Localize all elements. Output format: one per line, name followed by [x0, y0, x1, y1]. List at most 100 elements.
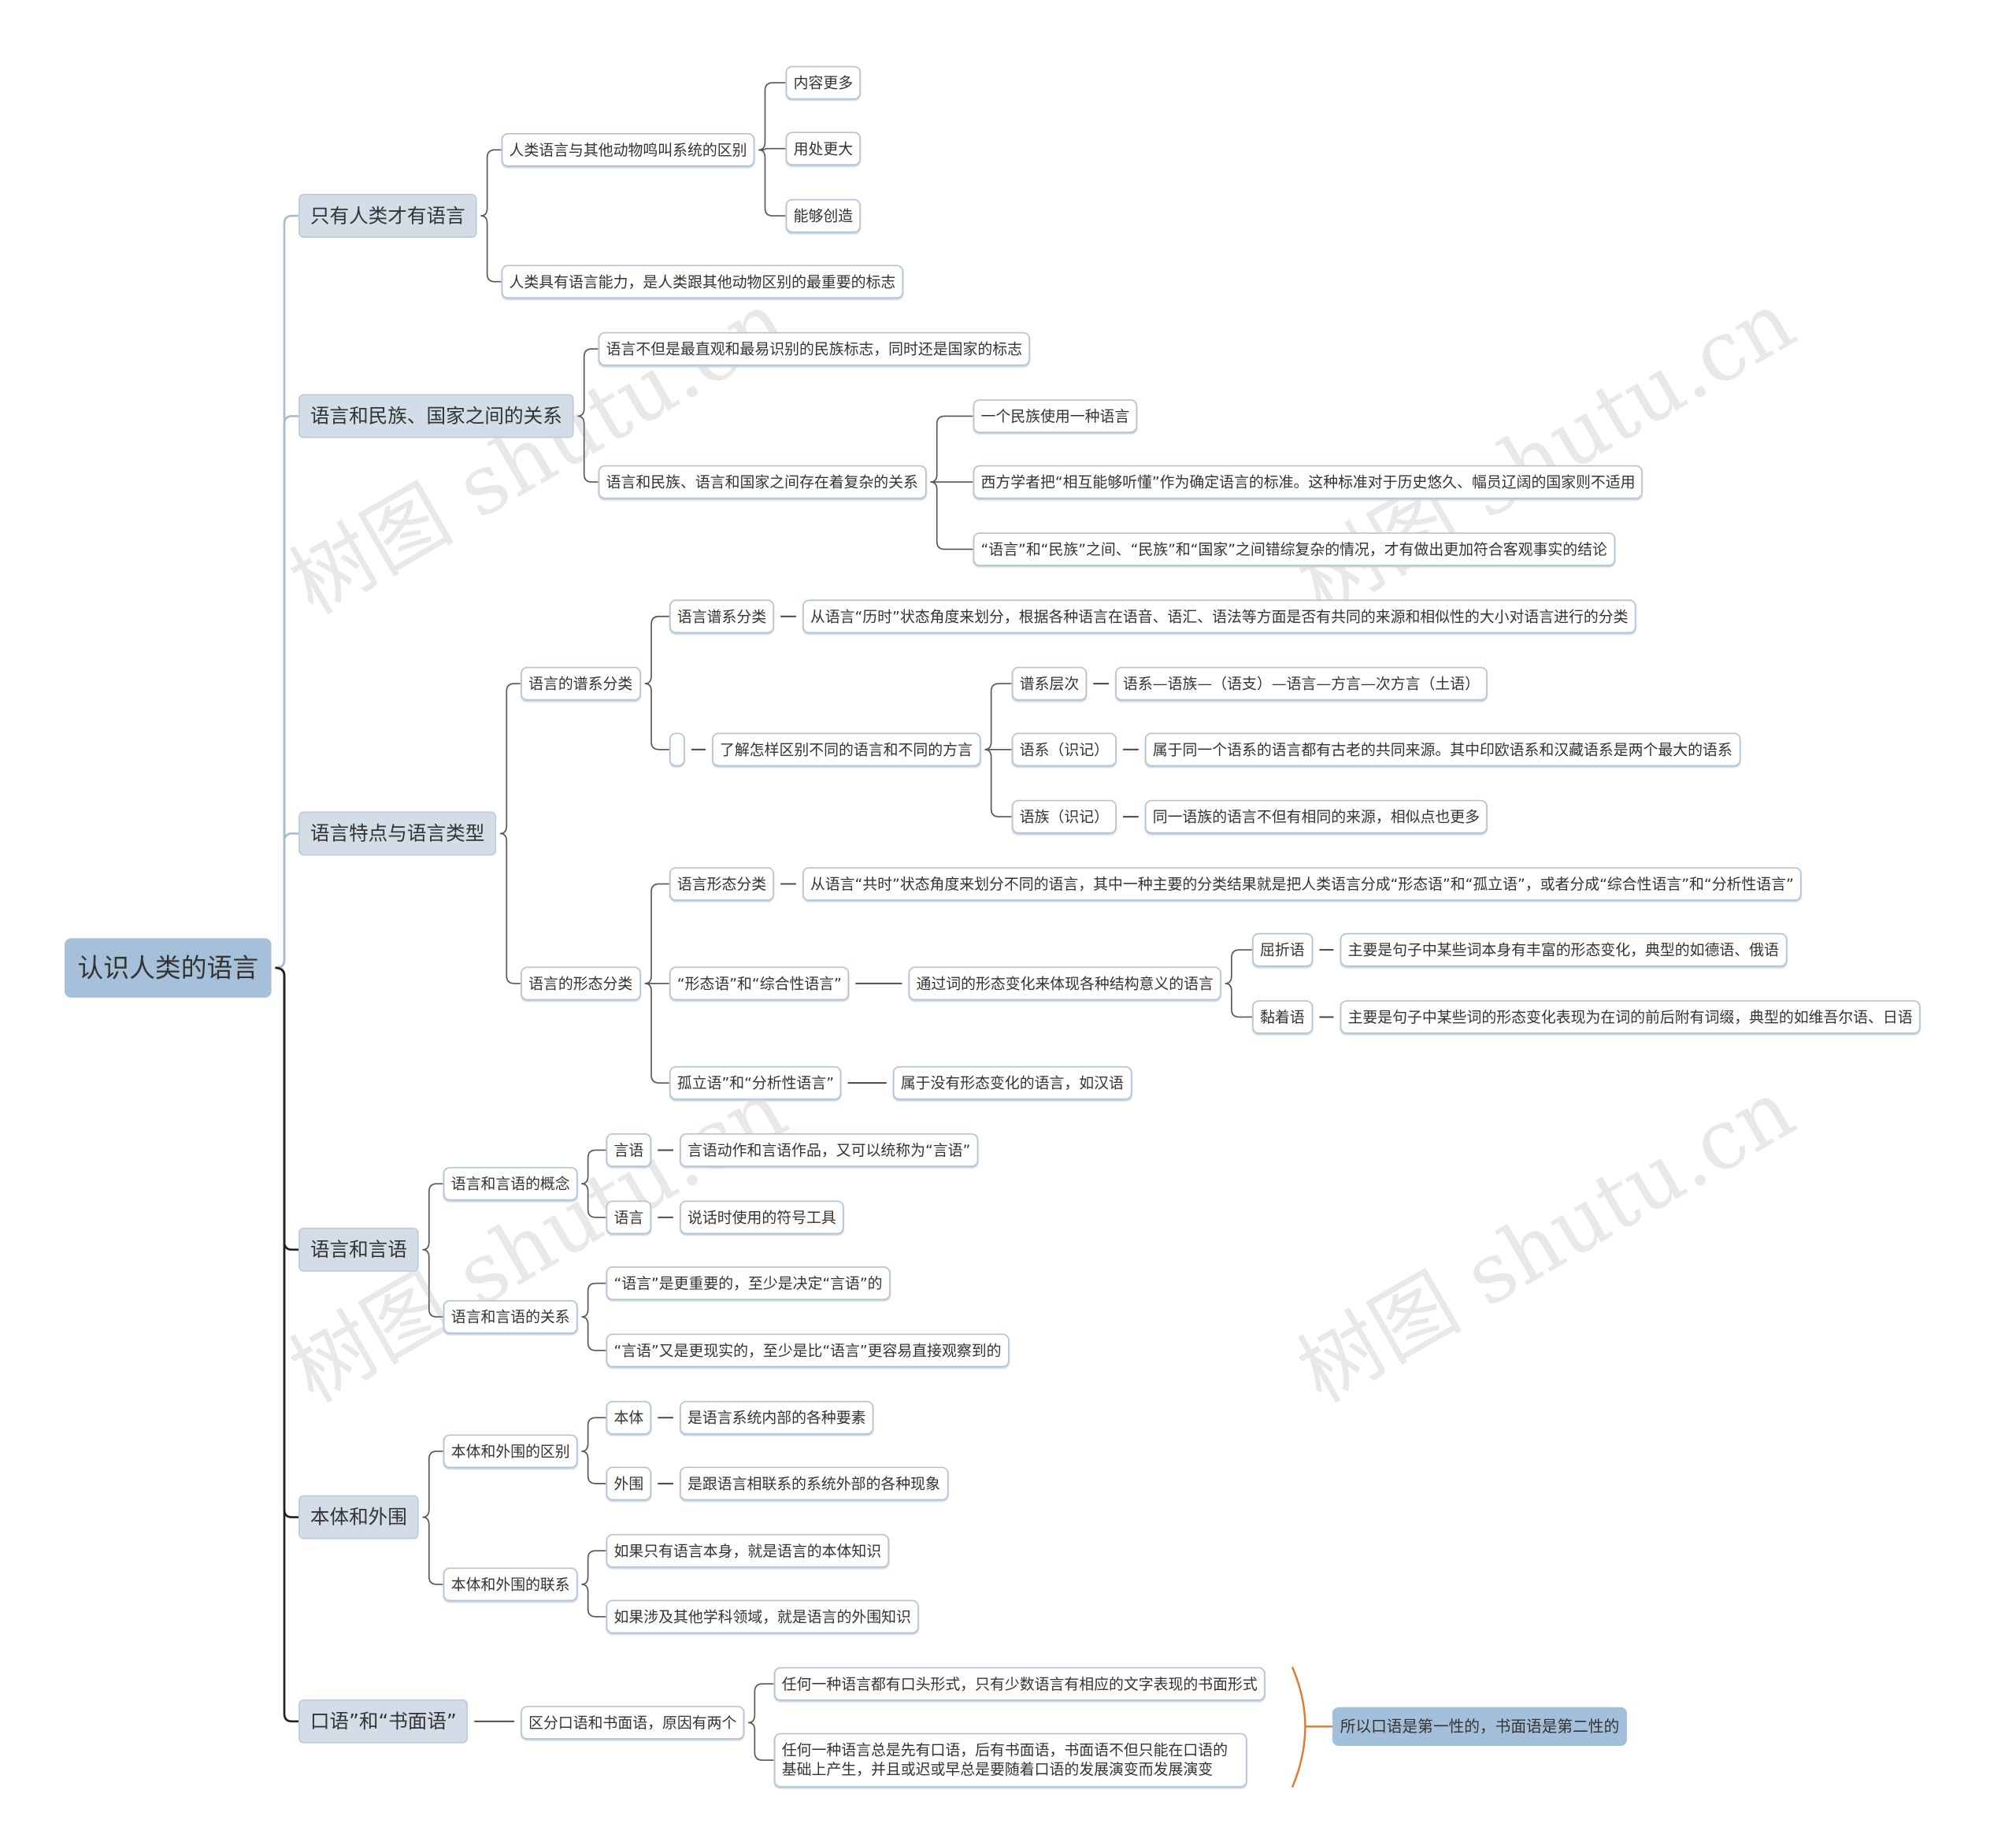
node-synthetic[interactable]: “形态语”和“综合性语言” — [669, 966, 850, 1001]
node-difference-from-animals[interactable]: 人类语言与其他动物鸣叫系统的区别 — [501, 133, 755, 167]
branch-connector — [480, 215, 502, 283]
node-speech[interactable]: 言语 — [606, 1133, 652, 1167]
node-core-desc[interactable]: 是语言系统内部的各种要素 — [680, 1400, 874, 1435]
branch-connector — [581, 1183, 606, 1218]
node-language-branch[interactable]: 语族（识记） — [1011, 799, 1117, 834]
node-language-branch-desc[interactable]: 同一语族的语言不但有相同的来源，相似点也更多 — [1144, 799, 1488, 834]
node-periphery-knowledge[interactable]: 如果涉及其他学科领域，就是语言的外围知识 — [606, 1599, 919, 1634]
node-inflectional-desc[interactable]: 主要是句子中某些词本身有丰富的形态变化，典型的如德语、俄语 — [1340, 932, 1787, 967]
node-more-content[interactable]: 内容更多 — [785, 65, 861, 100]
branch-connector — [984, 748, 1012, 817]
branch-connector — [644, 883, 670, 984]
branch-connector — [984, 683, 1012, 751]
branch-connector — [748, 1722, 774, 1761]
node-core-knowledge[interactable]: 如果只有语言本身，就是语言的本体知识 — [606, 1533, 890, 1568]
node-national-symbol[interactable]: 语言不但是最直观和最易识别的民族标志，同时还是国家的标志 — [598, 332, 1030, 366]
node-reason-two[interactable]: 任何一种语言总是先有口语，后有书面语，书面语不但只能在口语的基础上产生，并且或迟… — [773, 1733, 1247, 1788]
branch-connector — [1225, 949, 1253, 984]
branch-core-periphery[interactable]: 本体和外围 — [298, 1495, 419, 1540]
node-language-more-important[interactable]: “语言”是更重要的，至少是决定“言语”的 — [606, 1266, 891, 1300]
node-periphery-desc[interactable]: 是跟语言相联系的系统外部的各种现象 — [680, 1466, 948, 1501]
node-distinguish-language-dialect[interactable]: 了解怎样区别不同的语言和不同的方言 — [712, 732, 980, 767]
node-reason-one[interactable]: 任何一种语言都有口头形式，只有少数语言有相应的文字表现的书面形式 — [773, 1666, 1266, 1701]
node-isolating[interactable]: 孤立语”和“分析性语言” — [669, 1066, 842, 1100]
root-topic[interactable]: 认识人类的语言 — [65, 938, 272, 998]
node-core[interactable]: 本体 — [606, 1400, 652, 1435]
branch-connector — [500, 832, 521, 984]
node-inflectional[interactable]: 屈折语 — [1252, 932, 1313, 967]
branch-connector — [275, 415, 299, 969]
branch-only-humans-have-language[interactable]: 只有人类才有语言 — [298, 194, 477, 238]
branch-connector — [581, 1451, 606, 1484]
branch-connector — [581, 1417, 606, 1452]
branch-connector — [758, 147, 786, 151]
node-morphological-classification[interactable]: 语言的形态分类 — [521, 966, 641, 1001]
branch-connector — [500, 683, 521, 835]
node-one-nation-one-language[interactable]: 一个民族使用一种语言 — [973, 399, 1138, 433]
branch-connector — [275, 966, 299, 1723]
branch-connector — [581, 1316, 606, 1351]
branch-connector — [275, 214, 299, 969]
branch-spoken-written[interactable]: 口语”和“书面语” — [298, 1699, 469, 1744]
branch-language-types[interactable]: 语言特点与语言类型 — [298, 811, 497, 856]
node-core-periphery-difference[interactable]: 本体和外围的区别 — [443, 1434, 578, 1469]
branch-connector — [930, 481, 973, 550]
node-language[interactable]: 语言 — [606, 1200, 652, 1235]
node-isolating-desc[interactable]: 属于没有形态变化的语言，如汉语 — [892, 1066, 1132, 1100]
node-language-desc[interactable]: 说话时使用的符号工具 — [680, 1200, 844, 1235]
node-two-reasons[interactable]: 区分口语和书面语，原因有两个 — [521, 1706, 745, 1740]
summary-node[interactable]: 所以口语是第一性的，书面语是第二性的 — [1332, 1707, 1628, 1746]
node-relationship[interactable]: 语言和言语的关系 — [443, 1299, 578, 1334]
node-complex-situation[interactable]: “语言”和“民族”之间、“民族”和“国家”之间错综复杂的情况，才有做出更加符合客… — [973, 532, 1615, 566]
node-agglutinative[interactable]: 黏着语 — [1252, 1000, 1313, 1034]
node-core-periphery-link[interactable]: 本体和外围的联系 — [443, 1567, 578, 1602]
empty-node[interactable] — [669, 732, 685, 767]
node-speech-more-real[interactable]: “言语”又是更现实的，至少是比“语言”更容易直接观察到的 — [606, 1333, 1010, 1368]
branch-language-nation-state[interactable]: 语言和民族、国家之间的关系 — [298, 394, 574, 439]
branch-connector — [581, 1550, 606, 1585]
node-language-family[interactable]: 语系（识记） — [1011, 732, 1117, 767]
node-periphery[interactable]: 外围 — [606, 1466, 652, 1501]
branch-connector — [275, 966, 299, 1518]
branch-connector — [581, 1584, 606, 1618]
node-creative[interactable]: 能够创造 — [785, 198, 861, 233]
node-hierarchy-desc[interactable]: 语系—语族—（语支）—语言—方言—次方言（土语） — [1115, 666, 1488, 701]
branch-connector — [1225, 982, 1253, 1018]
branch-connector — [422, 1516, 443, 1585]
node-genealogical-desc[interactable]: 从语言“历时”状态角度来划分，根据各种语言在语音、语汇、语法等方面是否有共同的来… — [802, 599, 1636, 634]
node-complex-relation[interactable]: 语言和民族、语言和国家之间存在着复杂的关系 — [598, 465, 926, 499]
branch-connector — [758, 149, 786, 217]
summary-bracket — [1291, 1666, 1306, 1788]
branch-connector — [748, 1683, 774, 1724]
branch-connector — [930, 415, 973, 483]
node-genealogical[interactable]: 语言谱系分类 — [669, 599, 774, 634]
branch-connector — [644, 683, 670, 751]
branch-connector — [275, 966, 299, 1251]
branch-connector — [422, 1249, 443, 1318]
node-concepts[interactable]: 语言和言语的概念 — [443, 1166, 578, 1201]
node-genealogical-classification[interactable]: 语言的谱系分类 — [521, 666, 641, 701]
branch-connector — [422, 1183, 443, 1251]
branch-connector — [480, 149, 502, 217]
branch-connector — [644, 982, 670, 1084]
branch-language-speech[interactable]: 语言和言语 — [298, 1227, 419, 1272]
branch-connector — [577, 348, 598, 417]
branch-connector — [577, 415, 598, 483]
branch-connector — [644, 615, 670, 684]
node-speech-desc[interactable]: 言语动作和言语作品，又可以统称为“言语” — [680, 1133, 979, 1167]
branch-connector — [581, 1149, 606, 1184]
node-western-standard[interactable]: 西方学者把“相互能够听懂”作为确定语言的标准。这种标准对于历史悠久、幅员辽阔的国… — [973, 465, 1644, 499]
node-more-use[interactable]: 用处更大 — [785, 132, 861, 166]
node-language-ability[interactable]: 人类具有语言能力，是人类跟其他动物区别的最重要的标志 — [501, 265, 904, 299]
branch-connector — [422, 1451, 443, 1518]
branch-connector — [758, 82, 786, 151]
node-agglutinative-desc[interactable]: 主要是句子中某些词的形态变化表现为在词的前后附有词缀，典型的如维吾尔语、日语 — [1340, 1000, 1921, 1034]
node-hierarchy[interactable]: 谱系层次 — [1011, 666, 1088, 701]
node-morphological-desc[interactable]: 从语言“共时”状态角度来划分不同的语言，其中一种主要的分类结果就是把人类语言分成… — [802, 867, 1802, 901]
node-language-family-desc[interactable]: 属于同一个语系的语言都有古老的共同来源。其中印欧语系和汉藏语系是两个最大的语系 — [1144, 732, 1740, 767]
node-synthetic-desc[interactable]: 通过词的形态变化来体现各种结构意义的语言 — [908, 966, 1221, 1001]
node-morphological[interactable]: 语言形态分类 — [669, 867, 774, 901]
branch-connector — [275, 832, 299, 969]
